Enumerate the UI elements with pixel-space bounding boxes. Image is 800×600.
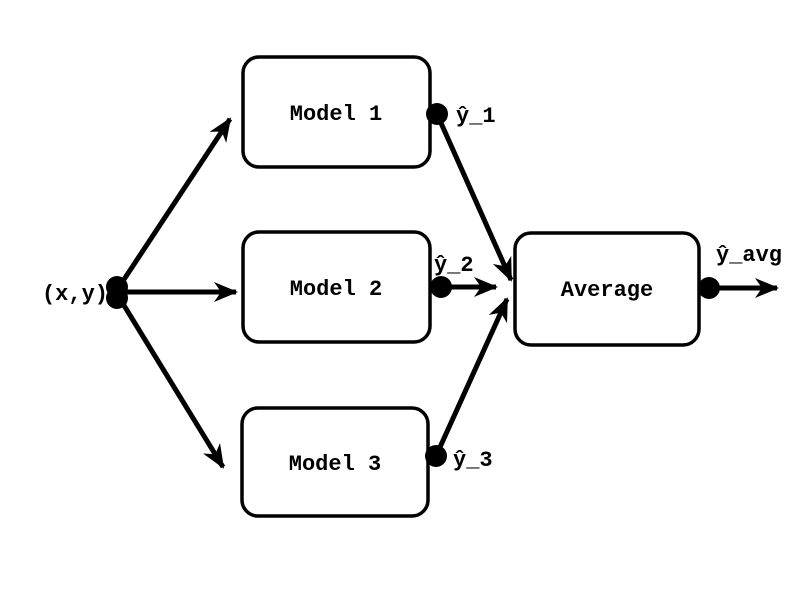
input-label: (x,y): [42, 282, 108, 307]
model-3-output-dot: [425, 445, 447, 467]
y2-label: ŷ_2: [434, 253, 474, 278]
node-model-2: Model 2: [241, 230, 432, 344]
y1-label: ŷ_1: [456, 104, 496, 129]
arrow-input-to-model-3: [114, 292, 226, 469]
node-model-1: Model 1: [241, 55, 432, 169]
average-label: Average: [561, 278, 653, 303]
node-average: Average: [513, 231, 701, 347]
model-3-label: Model 3: [289, 452, 381, 477]
model-1-label: Model 1: [290, 102, 382, 127]
input-dot-lower: [106, 287, 128, 309]
node-model-3: Model 3: [240, 406, 430, 518]
arrow-model-1-to-average: [434, 112, 514, 282]
arrow-model-3-to-average: [433, 297, 510, 458]
model-1-output-dot: [426, 103, 448, 125]
arrow-input-to-model-1: [114, 117, 233, 292]
model-2-label: Model 2: [290, 277, 382, 302]
model-2-output-dot: [430, 276, 452, 298]
average-output-dot: [698, 277, 720, 299]
yavg-label: ŷ_avg: [716, 243, 782, 268]
y3-label: ŷ_3: [453, 448, 493, 473]
